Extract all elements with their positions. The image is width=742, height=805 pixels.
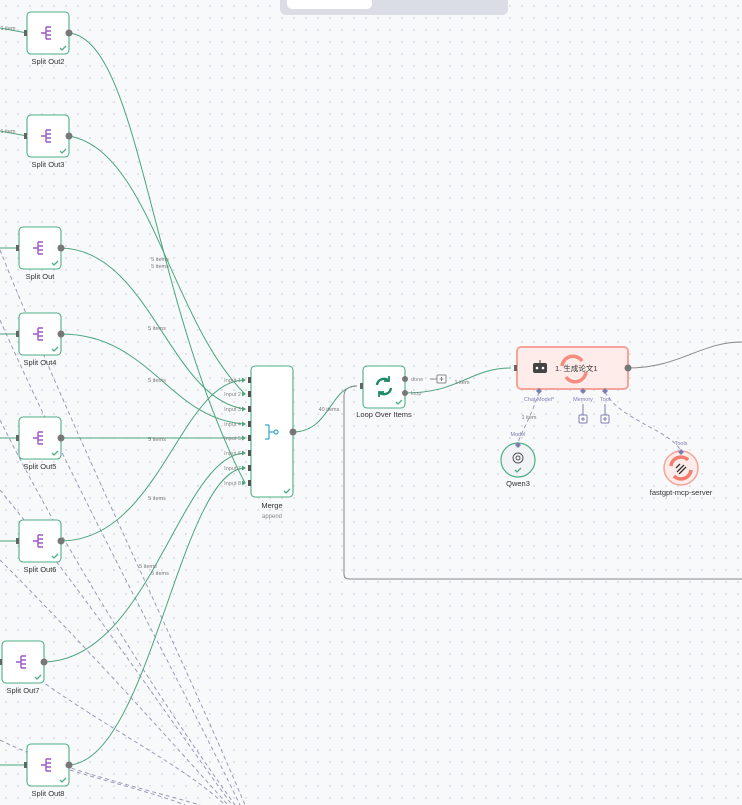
error-refresh-icon — [560, 354, 588, 384]
node-split-out7[interactable]: Split Out7 — [0, 640, 48, 695]
node-label: Split Out — [26, 272, 56, 281]
merge-input-handle[interactable] — [248, 421, 251, 427]
node-fastgpt-mcp-server[interactable]: Tools fastgpt-mcp-server — [650, 441, 713, 497]
merge-input-handle[interactable] — [248, 465, 251, 471]
node-label: Split Out5 — [24, 462, 57, 471]
edge-label: 1 item — [1, 26, 16, 32]
add-node-button[interactable] — [430, 374, 447, 384]
node-label: Loop Over Items — [356, 410, 412, 419]
node-split-out[interactable]: Split Out — [16, 226, 65, 281]
mcp-icon — [675, 463, 687, 475]
node-split-out5[interactable]: Split Out5 — [16, 416, 65, 471]
node-loop-over-items[interactable]: done loop Loop Over Items — [356, 365, 423, 419]
arrow-icon — [242, 465, 246, 471]
dashed-connections — [0, 249, 682, 805]
node-label: Split Out8 — [32, 789, 65, 798]
node-label: Split Out4 — [24, 358, 57, 367]
merge-input-handle[interactable] — [248, 406, 251, 412]
node-merge[interactable]: Input 1 Input 2 Input 3 Input 4 Input 5 Input… — [224, 365, 297, 520]
edge-label: 1 item — [1, 129, 16, 135]
toolbar-tab-active[interactable] — [287, 0, 372, 9]
edge-label: 5 items — [148, 496, 166, 502]
port-label-tool: Tool — [600, 397, 610, 403]
merge-input-label: Input 7 — [224, 466, 241, 472]
node-label: Split Out6 — [24, 565, 57, 574]
arrow-icon — [242, 406, 246, 412]
edge-label: 5 items — [148, 378, 166, 384]
node-split-out8[interactable]: Split Out8 — [24, 743, 73, 798]
model-connection — [517, 391, 540, 444]
node-label: Qwen3 — [506, 479, 530, 488]
port-label-model: Model — [511, 432, 526, 438]
merge-input-label: Input 3 — [224, 407, 241, 413]
node-split-out2[interactable]: Split Out2 — [24, 11, 73, 66]
port-label-memory: Memory — [573, 397, 593, 403]
node-label: Merge — [261, 501, 282, 510]
loop-icon — [375, 376, 393, 397]
merge-input-handle[interactable] — [248, 391, 251, 397]
add-tool-button[interactable] — [600, 404, 610, 424]
node-label: 1. 生成论文1 — [555, 363, 598, 373]
node-subtitle: append — [262, 514, 282, 520]
edge-label: 5 items — [139, 564, 157, 570]
edge-label: 40 items — [319, 407, 340, 413]
node-agent[interactable]: 1. 生成论文1 Chat Model* Memory Tool — [514, 346, 632, 403]
node-label: Split Out3 — [32, 160, 65, 169]
openai-icon — [512, 452, 524, 464]
arrow-icon — [242, 421, 246, 427]
error-refresh-icon — [669, 455, 693, 481]
port-label-loop: loop — [411, 391, 421, 397]
edge-label: 5 items — [151, 264, 169, 270]
port-label-tools: Tools — [675, 441, 688, 447]
merge-input-label: Input 1 — [224, 378, 241, 384]
arrow-icon — [242, 450, 246, 456]
edge-label: 5 items — [151, 257, 169, 263]
node-split-out6[interactable]: Split Out6 — [16, 519, 65, 574]
merge-icon — [265, 424, 279, 440]
node-label: Split Out2 — [32, 57, 65, 66]
edge-label: 5 items — [151, 571, 169, 577]
merge-input-handle[interactable] — [248, 377, 251, 383]
add-memory-button[interactable] — [578, 404, 588, 424]
edge-label: 5 items — [148, 437, 166, 443]
robot-icon — [533, 360, 547, 373]
merge-input-handle[interactable] — [248, 435, 251, 441]
merge-input-handle[interactable] — [248, 450, 251, 456]
merge-input-label: Input 6 — [224, 451, 241, 457]
merge-input-label: Input 4 — [224, 422, 241, 428]
merge-input-label: Input 2 — [224, 392, 241, 398]
arrow-icon — [242, 480, 246, 486]
edge-label: 1 item — [522, 415, 537, 421]
tool-connection — [604, 391, 682, 452]
edge-label: 1 item — [455, 380, 470, 386]
port-label-chat-model: Chat Model* — [524, 397, 555, 403]
edge-label: 5 items — [148, 326, 166, 332]
arrow-icon — [242, 391, 246, 397]
node-label: Split Out7 — [7, 686, 40, 695]
arrow-icon — [242, 435, 246, 441]
canvas-top-toolbar — [280, 0, 508, 15]
node-qwen3[interactable]: Model Qwen3 — [500, 432, 536, 488]
merge-input-label: Input 8 — [224, 481, 241, 487]
port-label-done: done — [411, 377, 423, 383]
main-connections — [0, 27, 742, 766]
node-split-out4[interactable]: Split Out4 — [16, 312, 65, 367]
merge-input-label: Input 5 — [224, 436, 241, 442]
node-split-out3[interactable]: Split Out3 — [24, 114, 73, 169]
merge-input-handle[interactable] — [248, 480, 251, 486]
arrow-icon — [242, 377, 246, 383]
node-label: fastgpt-mcp-server — [650, 488, 713, 497]
